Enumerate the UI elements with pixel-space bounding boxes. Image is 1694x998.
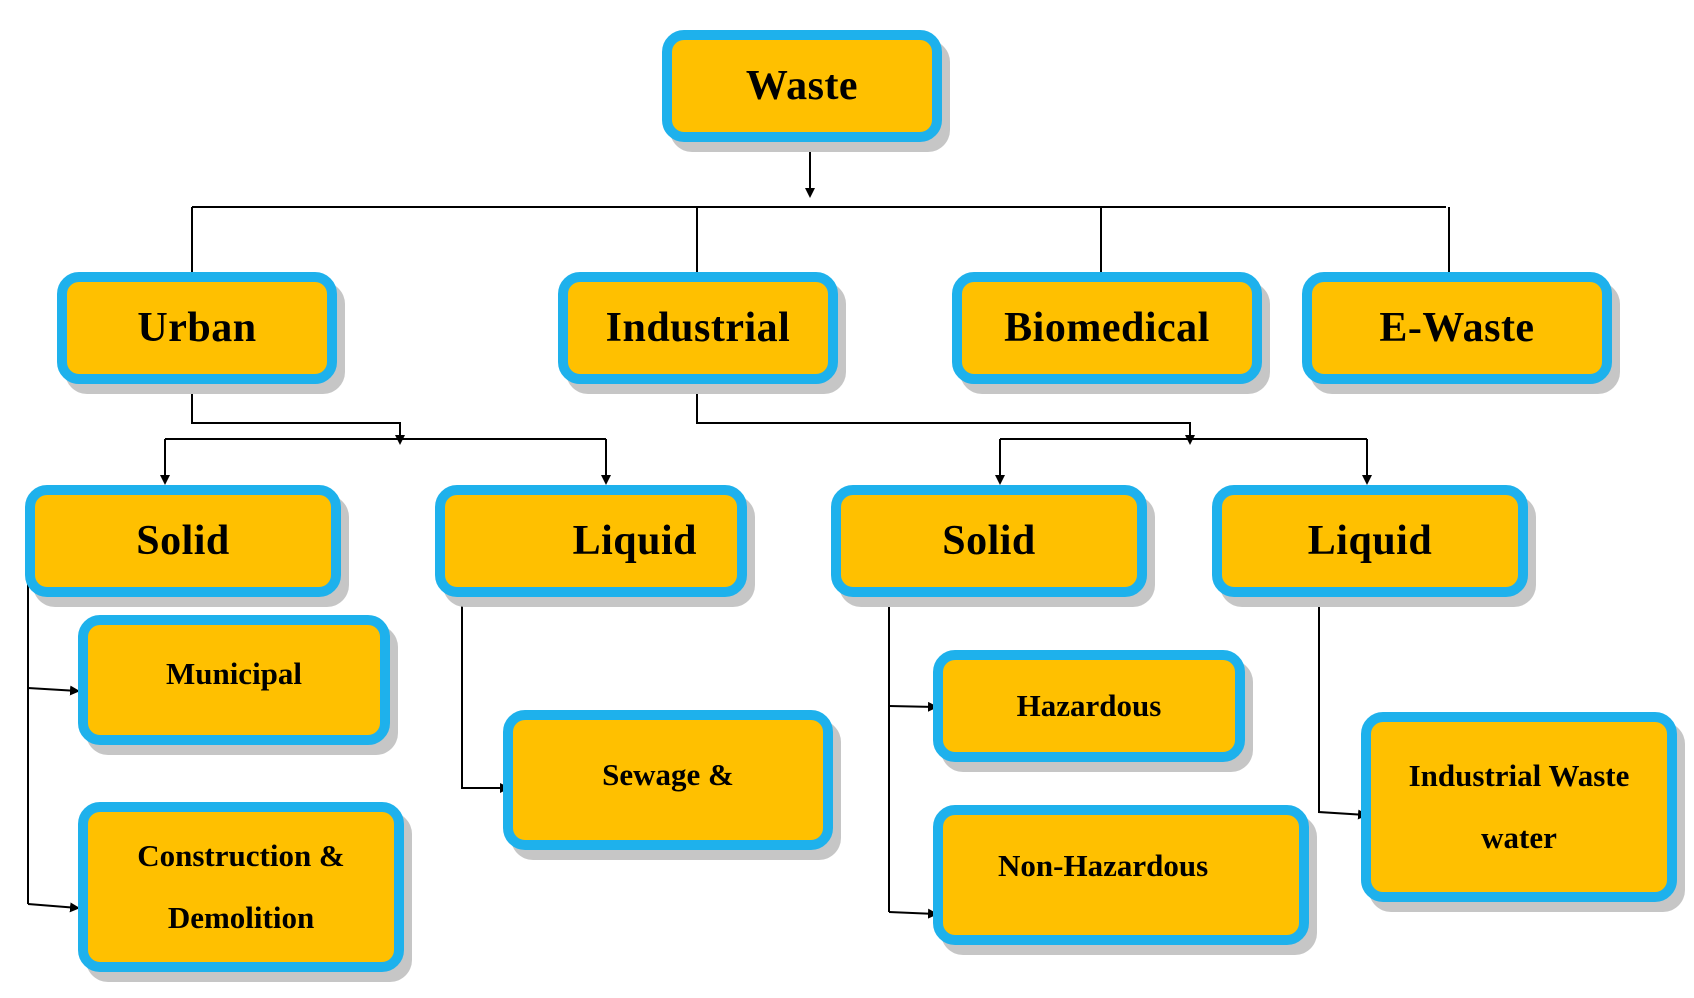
connector-industrial-down: [696, 383, 1195, 445]
node-municipal-label: Municipal: [165, 656, 303, 691]
node-industrial-solid-label: Solid: [942, 518, 1036, 564]
node-waste-label: Waste: [745, 63, 859, 109]
node-urban-solid: Solid: [25, 485, 341, 597]
node-non-hazardous-label: Non-Hazardous: [998, 848, 1209, 883]
node-urban-liquid: Liquid: [435, 485, 747, 597]
node-industrial-waste-water-label: Industrial Waste water: [1408, 758, 1630, 855]
node-biomedical-label: Biomedical: [1004, 305, 1210, 351]
connector-to-industrial-waste-water: [1318, 582, 1368, 820]
node-urban-solid-label: Solid: [136, 518, 230, 564]
connector-to-municipal: [27, 685, 80, 696]
node-industrial-label: Industrial: [605, 305, 791, 351]
node-industrial: Industrial: [558, 272, 838, 384]
node-urban: Urban: [57, 272, 337, 384]
node-construction-demolition: Construction & Demolition: [78, 802, 404, 972]
node-ewaste: E-Waste: [1302, 272, 1612, 384]
node-sewage: Sewage &: [503, 710, 833, 850]
connector-urban-down: [191, 383, 405, 445]
node-non-hazardous: Non-Hazardous: [933, 805, 1309, 945]
node-waste: Waste: [662, 30, 942, 142]
connector-to-construction: [27, 902, 80, 913]
node-municipal: Municipal: [78, 615, 390, 745]
node-construction-demolition-label: Construction & Demolition: [137, 838, 345, 935]
connector-to-hazardous: [888, 701, 938, 712]
node-industrial-waste-water: Industrial Waste water: [1361, 712, 1677, 902]
node-sewage-label: Sewage &: [602, 757, 734, 792]
node-urban-label: Urban: [137, 305, 257, 351]
node-biomedical: Biomedical: [952, 272, 1262, 384]
connector-to-non-hazardous: [888, 908, 938, 919]
node-hazardous: Hazardous: [933, 650, 1245, 762]
node-hazardous-label: Hazardous: [1016, 688, 1162, 723]
node-industrial-solid: Solid: [831, 485, 1147, 597]
node-urban-liquid-label: Liquid: [572, 518, 697, 564]
node-industrial-liquid: Liquid: [1212, 485, 1528, 597]
node-industrial-liquid-label: Liquid: [1307, 518, 1433, 564]
connector-to-sewage: [461, 582, 510, 793]
node-ewaste-label: E-Waste: [1379, 305, 1535, 351]
